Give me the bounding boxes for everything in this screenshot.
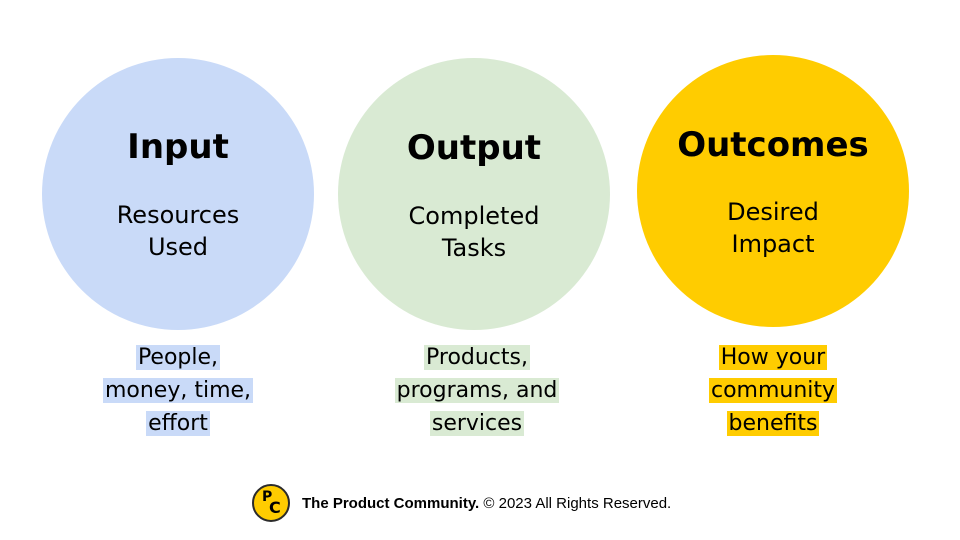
footer: P C The Product Community. © 2023 All Ri… <box>252 481 671 525</box>
output-title: Output <box>406 128 542 168</box>
copyright-text: The Product Community. © 2023 All Rights… <box>302 495 671 512</box>
outcomes-caption-line-2: community <box>708 378 838 403</box>
output-subtitle-line-1: Completed <box>408 202 540 230</box>
outcomes-circle: Outcomes Desired Impact <box>637 55 909 327</box>
output-subtitle: Completed Tasks <box>338 200 610 264</box>
outcomes-subtitle-line-2: Impact <box>731 230 815 258</box>
output-subtitle-line-2: Tasks <box>441 234 507 262</box>
logo-letter-p: P <box>262 489 273 505</box>
product-community-logo-icon: P C <box>252 484 290 522</box>
output-caption-line-2: programs, and <box>394 378 560 403</box>
rights-text: © 2023 All Rights Reserved. <box>483 494 672 512</box>
input-caption-line-2: money, time, <box>102 378 254 403</box>
output-caption-line-1: Products, <box>424 345 530 370</box>
outcomes-subtitle: Desired Impact <box>637 196 909 260</box>
input-subtitle-line-1: Resources <box>116 201 240 229</box>
outcomes-caption: How your community benefits <box>653 341 893 440</box>
outcomes-title: Outcomes <box>677 125 869 165</box>
output-caption: Products, programs, and services <box>357 341 597 440</box>
input-caption: People, money, time, effort <box>58 341 298 440</box>
brand-name: The Product Community. <box>302 494 480 512</box>
output-circle: Output Completed Tasks <box>338 58 610 330</box>
input-subtitle: Resources Used <box>42 199 314 263</box>
outcomes-subtitle-line-1: Desired <box>727 198 819 226</box>
outcomes-caption-line-3: benefits <box>726 411 820 436</box>
input-title: Input <box>127 127 229 167</box>
input-circle: Input Resources Used <box>42 58 314 330</box>
input-caption-line-3: effort <box>146 411 210 436</box>
input-subtitle-line-2: Used <box>147 233 209 261</box>
input-caption-line-1: People, <box>135 345 221 370</box>
outcomes-caption-line-1: How your <box>718 345 828 370</box>
output-caption-line-3: services <box>429 411 525 436</box>
logo-letter-c: C <box>269 498 281 517</box>
